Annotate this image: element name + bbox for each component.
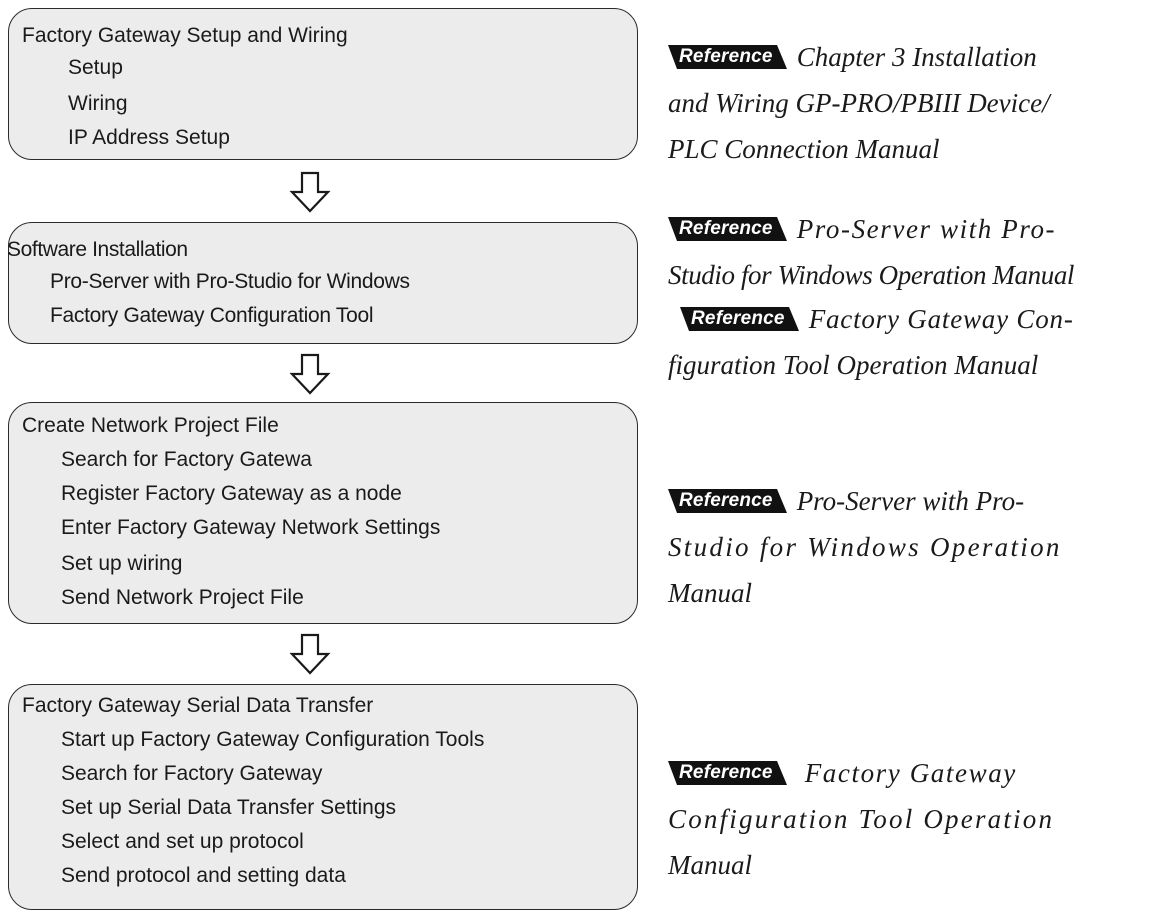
reference-label: Reference: [677, 760, 777, 785]
reference-text-line: Pro-Server with Pro-: [796, 486, 1025, 516]
step-box-serial-data-transfer: Factory Gateway Serial Data Transfer Sta…: [8, 684, 638, 910]
reference-text-line: Manual: [668, 850, 752, 880]
reference-badge-icon: Reference: [668, 488, 787, 513]
step-item: Setup: [68, 56, 123, 79]
step-item: Set up wiring: [61, 552, 183, 575]
reference-text-line: Factory Gateway: [804, 758, 1017, 788]
step-item: Search for Factory Gatewa: [61, 448, 312, 471]
step-item: Wiring: [68, 92, 128, 115]
reference-text-line: Factory Gateway Con-: [808, 304, 1074, 334]
step-item: Set up Serial Data Transfer Settings: [61, 796, 397, 819]
step-item: Register Factory Gateway as a node: [61, 482, 402, 505]
down-arrow-icon: [289, 633, 331, 675]
step-box-software-installation: Software Installation Pro-Server with Pr…: [7, 222, 638, 344]
reference-text-line: and Wiring GP-PRO/PBIII Device/: [668, 88, 1050, 118]
step-title: Software Installation: [7, 238, 188, 261]
step-item: IP Address Setup: [68, 126, 230, 149]
reference-badge-icon: Reference: [668, 760, 787, 785]
step-box-create-network-project: Create Network Project File Search for F…: [8, 402, 638, 624]
step-item: Start up Factory Gateway Configuration T…: [61, 728, 485, 751]
reference-label: Reference: [677, 488, 777, 513]
step-item: Enter Factory Gateway Network Settings: [61, 516, 441, 539]
step-item: Send Network Project File: [61, 586, 304, 609]
reference-label: Reference: [677, 216, 777, 241]
reference-text-line: PLC Connection Manual: [668, 134, 940, 164]
reference-badge-icon: Reference: [680, 306, 799, 331]
down-arrow-icon: [289, 353, 331, 395]
step-box-setup-wiring: Factory Gateway Setup and Wiring Setup W…: [8, 8, 638, 160]
step-item: Pro-Server with Pro-Studio for Windows: [50, 270, 410, 293]
step-item: Factory Gateway Configuration Tool: [50, 304, 374, 327]
down-arrow-icon: [289, 171, 331, 213]
reference-text-line: Pro-Server with Pro-: [796, 214, 1057, 244]
reference-label: Reference: [689, 306, 789, 331]
reference-text-line: Configuration Tool Operation: [668, 804, 1055, 834]
step-item: Search for Factory Gateway: [61, 762, 323, 785]
reference-text-line: Studio for Windows Operation Manual: [668, 260, 1075, 290]
reference-text-line: figuration Tool Operation Manual: [668, 350, 1039, 380]
reference-text-line: Chapter 3 Installation: [796, 42, 1037, 72]
step-title: Factory Gateway Setup and Wiring: [22, 24, 348, 47]
step-title: Factory Gateway Serial Data Transfer: [22, 694, 374, 717]
step-title: Create Network Project File: [22, 414, 279, 437]
reference-badge-icon: Reference: [668, 216, 787, 241]
step-item: Select and set up protocol: [61, 830, 304, 853]
reference-label: Reference: [677, 44, 777, 69]
reference-text-line: Manual: [668, 578, 752, 608]
step-item: Send protocol and setting data: [61, 864, 346, 887]
reference-text-line: Studio for Windows Operation: [668, 532, 1062, 562]
reference-badge-icon: Reference: [668, 44, 787, 69]
